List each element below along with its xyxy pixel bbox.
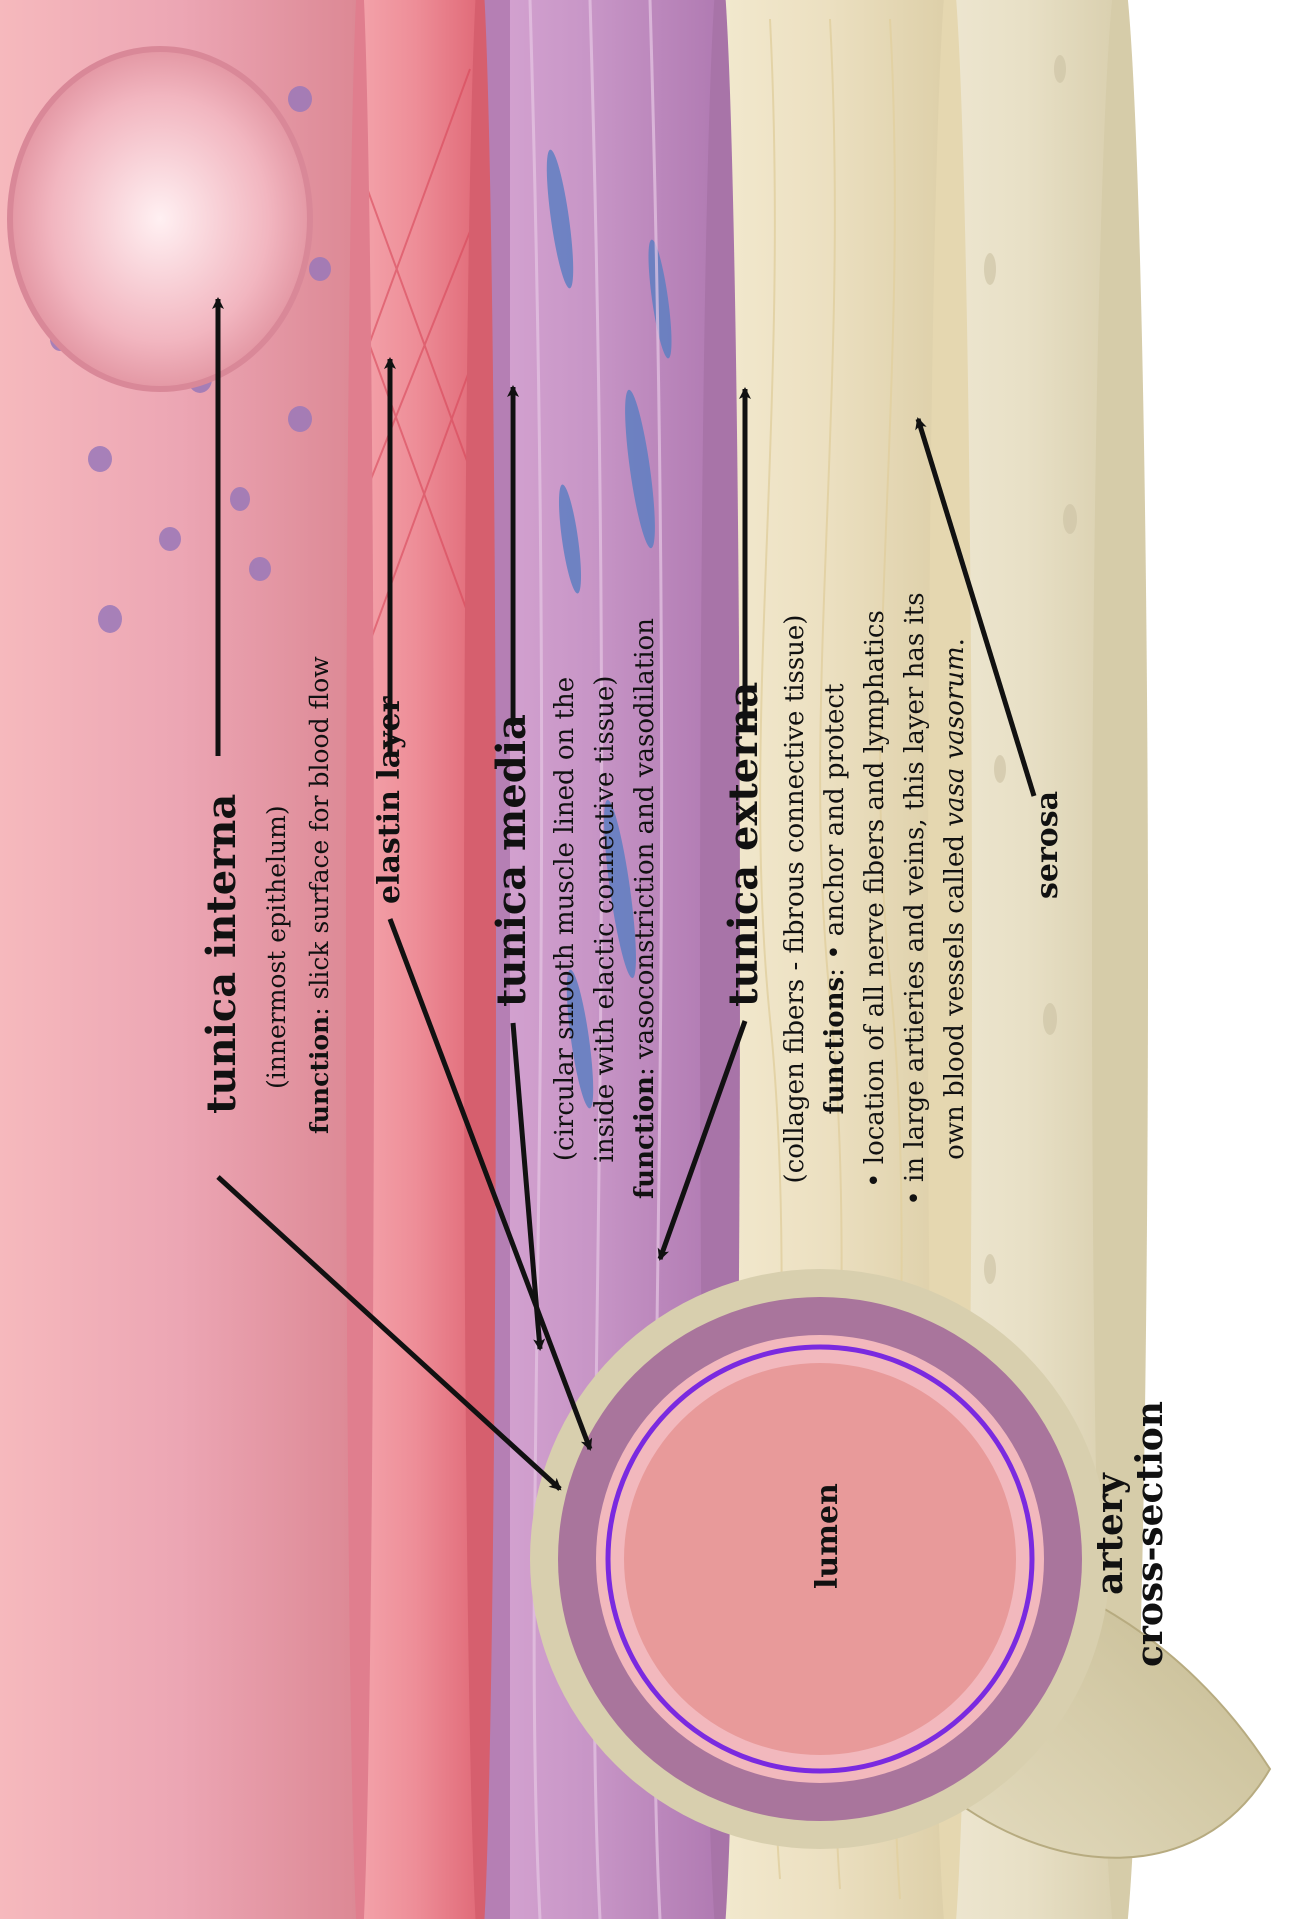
tunica-media-desc-line2: inside with elactic connective tissue) xyxy=(585,639,625,1199)
tunica-externa-functions-label: functions xyxy=(820,977,850,1115)
cross-section-title-line2: cross-section xyxy=(1130,1394,1170,1674)
tunica-interna-desc: (innermost epithelum) xyxy=(262,805,291,1089)
tunica-externa-bullet-3-pre: own blood vessels called xyxy=(940,827,970,1160)
tunica-interna-function: function: slick surface for blood flow xyxy=(305,656,334,1134)
tunica-externa-vasa-vasorum: vasa vasorum xyxy=(940,646,970,826)
tunica-interna-function-text: : slick surface for blood flow xyxy=(305,656,334,1015)
cross-section-title-line1: artery xyxy=(1090,1394,1130,1674)
lumen-label: lumen xyxy=(810,1483,845,1589)
tunica-media-title: tunica media xyxy=(488,714,535,1007)
tunica-media-desc-line1: (circular smooth muscle lined on the xyxy=(545,639,585,1199)
tunica-interna-title: tunica interna xyxy=(198,794,245,1114)
tunica-externa-body: (collagen fibers - fibrous connective ti… xyxy=(775,519,975,1279)
tunica-media-desc: (circular smooth muscle lined on the ins… xyxy=(545,639,665,1199)
tunica-media-function-text: : vasoconstriction and vasodilation xyxy=(630,618,660,1076)
tunica-externa-bullet-3-line2: own blood vessels called vasa vasorum. xyxy=(935,519,975,1279)
tunica-interna-function-label: function xyxy=(305,1016,334,1134)
tunica-externa-functions-first: : • anchor and protect xyxy=(820,684,850,977)
tunica-externa-bullet-2: • location of all nerve fibers and lymph… xyxy=(855,519,895,1279)
elastin-layer-title: elastin layer xyxy=(372,697,407,904)
tunica-media-function-label: function xyxy=(630,1076,660,1199)
tunica-externa-desc: (collagen fibers - fibrous connective ti… xyxy=(775,519,815,1279)
tunica-media-function: function: vasoconstriction and vasodilat… xyxy=(625,639,665,1199)
serosa-title: serosa xyxy=(1030,791,1065,899)
tunica-externa-functions: functions: • anchor and protect xyxy=(815,519,855,1279)
tunica-externa-bullet-3-line1: • in large artieries and veins, this lay… xyxy=(895,519,935,1279)
tunica-externa-bullet-3-post: . xyxy=(940,638,970,646)
tunica-externa-title: tunica externa xyxy=(720,682,767,1007)
cross-section-title: artery cross-section xyxy=(1090,1394,1170,1674)
